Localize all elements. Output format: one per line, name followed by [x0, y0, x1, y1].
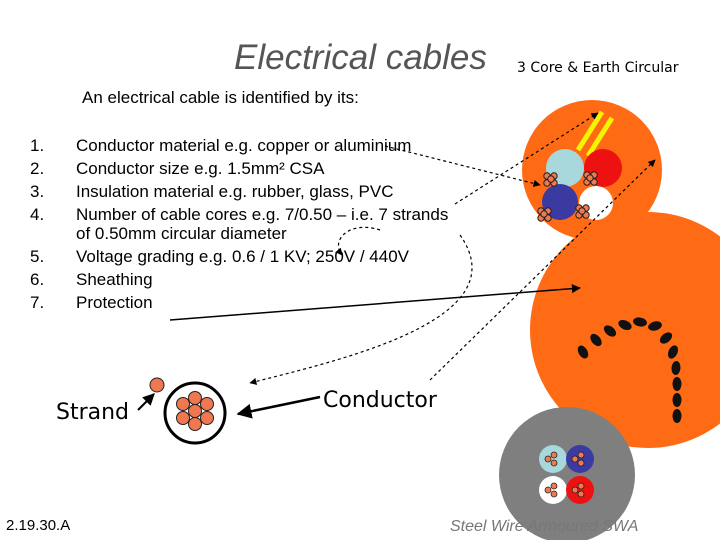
earth-wire-yellow [585, 116, 615, 158]
conductor-strands [544, 451, 585, 498]
swa-outer-sheath [530, 212, 720, 448]
item-number: 2. [30, 159, 45, 178]
conductor-arrow [236, 395, 321, 419]
property-list: 1. Conductor material e.g. copper or alum… [30, 136, 470, 316]
core-white [579, 186, 613, 220]
single-strand [149, 377, 165, 393]
item-text: Sheathing [76, 270, 153, 289]
list-item: 7. Protection [30, 293, 470, 312]
three-core-earth-cable [522, 100, 662, 240]
list-item: 5. Voltage grading e.g. 0.6 / 1 KV; 250V … [30, 247, 470, 266]
item-text: Conductor material e.g. copper or alumin… [76, 136, 412, 155]
item-number: 4. [30, 205, 45, 224]
item-number: 7. [30, 293, 45, 312]
voltage-pointer-arrow [249, 234, 473, 385]
swa-cable [530, 212, 720, 448]
core-red [566, 476, 594, 504]
cores-pointer-arrow [335, 226, 381, 256]
item-text: Conductor size e.g. 1.5mm² CSA [76, 159, 325, 178]
strand-arrow [137, 393, 155, 411]
item-text: Voltage grading e.g. 0.6 / 1 KV; 250V / … [76, 247, 410, 266]
swa-label: Steel Wire Armoured SWA [450, 518, 639, 535]
core-blue [566, 445, 594, 473]
intro-text: An electrical cable is identified by its… [82, 88, 359, 107]
item-number: 5. [30, 247, 45, 266]
list-item: 6. Sheathing [30, 270, 470, 289]
item-text: Number of cable cores e.g. 7/0.50 – i.e.… [76, 205, 449, 243]
item-number: 1. [30, 136, 45, 155]
list-item: 1. Conductor material e.g. copper or alum… [30, 136, 470, 155]
material-pointer-arrow [384, 145, 541, 187]
core-lightblue [539, 445, 567, 473]
swa-cross-section [499, 407, 635, 540]
cable-type-subtitle: 3 Core & Earth Circular [517, 60, 679, 76]
list-item: 3. Insulation material e.g. rubber, glass… [30, 182, 470, 201]
item-number: 6. [30, 270, 45, 289]
arrows [137, 112, 656, 419]
page-title: Electrical cables [234, 38, 487, 77]
core-white [539, 476, 567, 504]
slide-code: 2.19.30.A [6, 517, 71, 534]
steel-wire-armour [577, 317, 682, 423]
item-text: Insulation material e.g. rubber, glass, … [76, 182, 394, 201]
list-item: 4. Number of cable cores e.g. 7/0.50 – i.… [30, 205, 470, 243]
strand-conductor-illustration [149, 377, 227, 445]
conductor-strands [176, 391, 214, 431]
item-number: 3. [30, 182, 45, 201]
insulation-pointer-arrow [454, 112, 599, 205]
swa-grey-bedding [499, 407, 635, 540]
item-text: Protection [76, 293, 153, 312]
list-item: 2. Conductor size e.g. 1.5mm² CSA [30, 159, 470, 178]
strand-label: Strand [56, 400, 130, 425]
sheathing-pointer-arrow [169, 284, 581, 321]
conductor-strands [537, 171, 598, 222]
sheath-pointer-arrow [429, 159, 656, 381]
conductor-label: Conductor [323, 388, 437, 413]
